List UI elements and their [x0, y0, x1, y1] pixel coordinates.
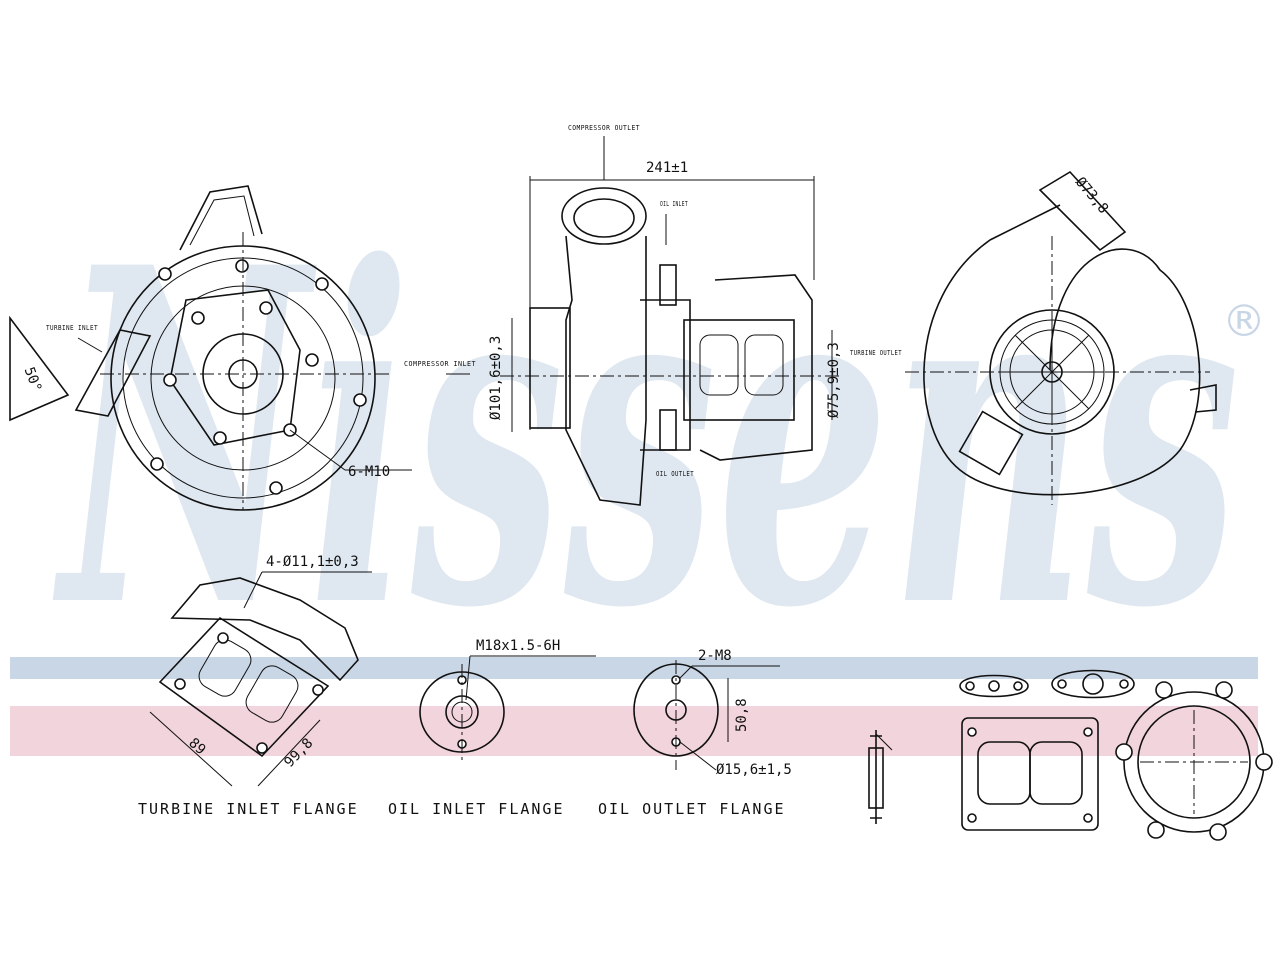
compressor-diameter-label: Ø101,6±0,3 — [488, 336, 504, 420]
oil-outlet-flange: 2-M8 50,8 Ø15,6±1,5 OIL OUTLET FLANGE — [598, 648, 792, 818]
gasket-kit — [868, 669, 1273, 841]
compressor-outlet-callout: COMPRESSOR OUTLET — [568, 124, 640, 132]
turbine-outlet-diameter-label: Ø75,9±0,3 — [826, 342, 842, 418]
inlet-angle-label: 50° — [21, 365, 45, 394]
turbine-inlet-flange-label: TURBINE INLET FLANGE — [138, 800, 359, 818]
compressor-inlet-callout: COMPRESSOR INLET — [404, 360, 476, 368]
overall-length-label: 241±1 — [646, 160, 688, 176]
oil-inlet-flange-label: OIL INLET FLANGE — [388, 800, 565, 818]
oil-outlet-bore-label: Ø15,6±1,5 — [716, 762, 792, 778]
oil-inlet-callout: OIL INLET — [660, 200, 688, 208]
turbine-flange-holes-label: 4-Ø11,1±0,3 — [266, 554, 359, 570]
turbine-inlet-callout: TURBINE INLET — [46, 324, 98, 332]
side-elevation-view: 241±1 COMPRESSOR OUTLET OIL INLET OIL OU… — [488, 124, 902, 506]
turbine-side-view: 50° 6-M10 TURBINE INLET COMPRESSOR INLET — [9, 185, 476, 511]
oil-outlet-spacing-label: 50,8 — [734, 698, 750, 732]
bolt-pattern-label: 6-M10 — [348, 464, 390, 480]
oil-outlet-bolts-label: 2-M8 — [698, 648, 732, 664]
registered-mark: ® — [1222, 296, 1266, 347]
oil-inlet-thread-label: M18x1.5-6H — [476, 638, 560, 654]
turbine-outlet-callout: TURBINE OUTLET — [850, 349, 902, 357]
oil-inlet-flange: M18x1.5-6H OIL INLET FLANGE — [388, 638, 596, 818]
oil-outlet-callout: OIL OUTLET — [656, 470, 694, 478]
oil-outlet-flange-label: OIL OUTLET FLANGE — [598, 800, 786, 818]
